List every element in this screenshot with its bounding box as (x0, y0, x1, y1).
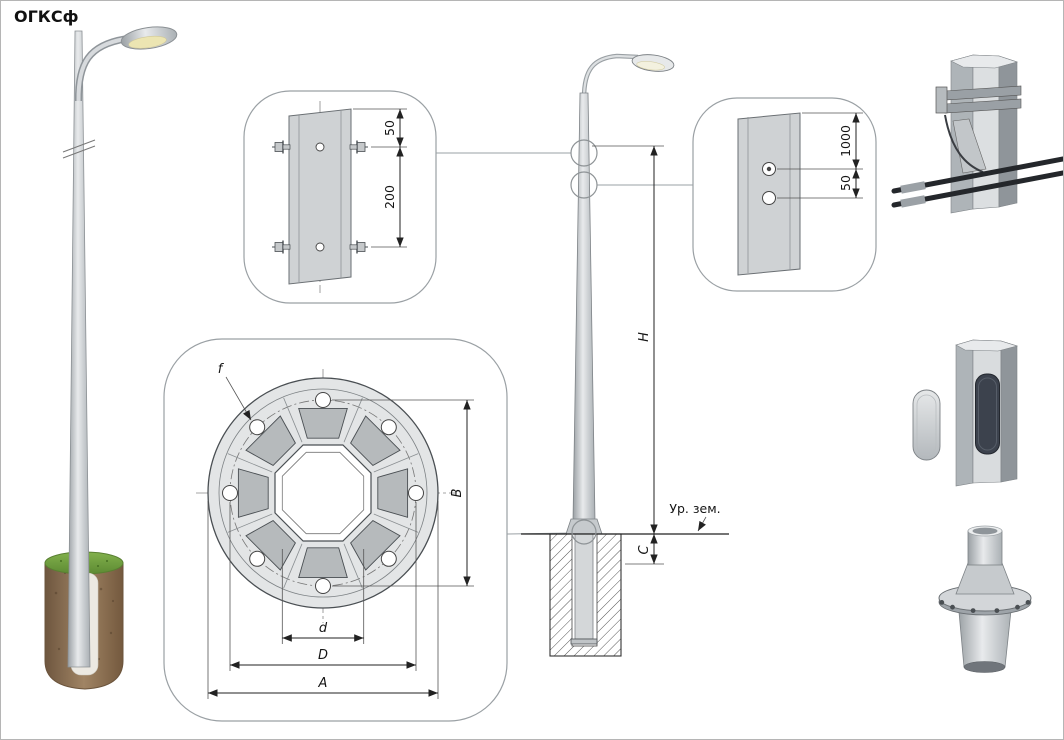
pole-arm-inner (76, 37, 126, 102)
detail-circle-upper (570, 139, 598, 167)
center-octagon-inner (281, 451, 365, 535)
flange-bolt-holes (222, 392, 424, 594)
lamp-lens (128, 35, 167, 49)
elevation-lamp-head (631, 54, 675, 72)
column-top-face (955, 339, 1019, 352)
flange-bolts (939, 600, 1031, 613)
hatch-door-cover (912, 389, 941, 461)
detail-circle-lower (570, 171, 598, 199)
ground-level-label: Ур. зем. (669, 501, 720, 516)
hatch-3d-render (912, 339, 1019, 487)
dim-D: D (229, 502, 417, 671)
shoe-tube-bore (972, 527, 998, 535)
dim-label: 200 (382, 185, 397, 209)
dim-B: B (332, 399, 474, 587)
detail-circle-base (571, 519, 597, 545)
section-hole (315, 242, 325, 252)
dim-H: H (592, 145, 664, 534)
shoe-bottom-opening (963, 661, 1006, 673)
shoe-cone (955, 562, 1015, 595)
detail-callout-top: 50 200 (243, 90, 437, 304)
ringed-hole-center (766, 166, 772, 172)
flange-gussets (237, 407, 409, 579)
dim-label: d (319, 621, 328, 636)
page-title: ОГКСф (14, 7, 79, 26)
dim-A: A (207, 501, 439, 699)
dim-d: d (281, 549, 365, 644)
plain-hole (762, 191, 776, 205)
dim-label: 50 (382, 120, 397, 136)
elevation-arm-inner (582, 54, 639, 99)
column-top-face (950, 54, 1019, 69)
pole-3d-render (44, 26, 178, 690)
dim-50-lower: 50 (777, 169, 863, 199)
dim-label: H (637, 332, 652, 342)
dim-label: 1000 (838, 125, 853, 157)
embedded-base-plate (570, 638, 598, 645)
dim-label: A (318, 676, 328, 691)
detail-callout-right: 1000 50 (692, 97, 877, 292)
dim-C: C (625, 534, 664, 565)
rod-sleeve (900, 181, 926, 194)
dim-label: B (450, 488, 465, 497)
flange-groove-lines (227, 397, 419, 589)
section-hole (315, 142, 325, 152)
elevation-pole-shaft (572, 92, 596, 522)
rod-sleeve (900, 195, 926, 208)
dim-f: f (218, 362, 252, 421)
lamp-head (120, 26, 178, 50)
base-shoe-3d-render (938, 525, 1032, 673)
dim-200: 200 (371, 147, 407, 248)
hatch-door-inner-line (916, 394, 937, 456)
ground-level-callout: Ур. зем. (669, 501, 721, 532)
foundation-speckles (54, 571, 115, 661)
elevation-arm-outer (581, 53, 639, 99)
embedded-pole (574, 533, 594, 640)
flange-bevel-circle (218, 388, 428, 598)
column-facet-left (955, 339, 974, 487)
dim-1000: 1000 (777, 112, 863, 170)
pole-shaft (67, 30, 91, 668)
dim-label: 50 (838, 175, 853, 191)
pole-elevation: Ур. зем. H C (436, 53, 729, 657)
hatch-opening-rim (978, 377, 997, 451)
suspension-wire (944, 114, 984, 173)
hatch-opening (975, 373, 1000, 455)
flange-detail-callout: f B d D (163, 338, 508, 722)
column-facet-right (1000, 340, 1018, 483)
shoe-tube (967, 530, 1003, 566)
dim-label: f (218, 362, 225, 377)
dim-label: D (318, 648, 328, 663)
suspension-wedge (952, 118, 987, 174)
pole-break-mark (62, 139, 96, 159)
clamp-tensioner (935, 86, 948, 114)
dim-label: C (637, 545, 652, 555)
pole-section-band (288, 108, 352, 285)
center-octagon-outer (274, 444, 372, 542)
elevation-base-flare (565, 518, 603, 535)
clamp-3d-render (891, 54, 1063, 214)
